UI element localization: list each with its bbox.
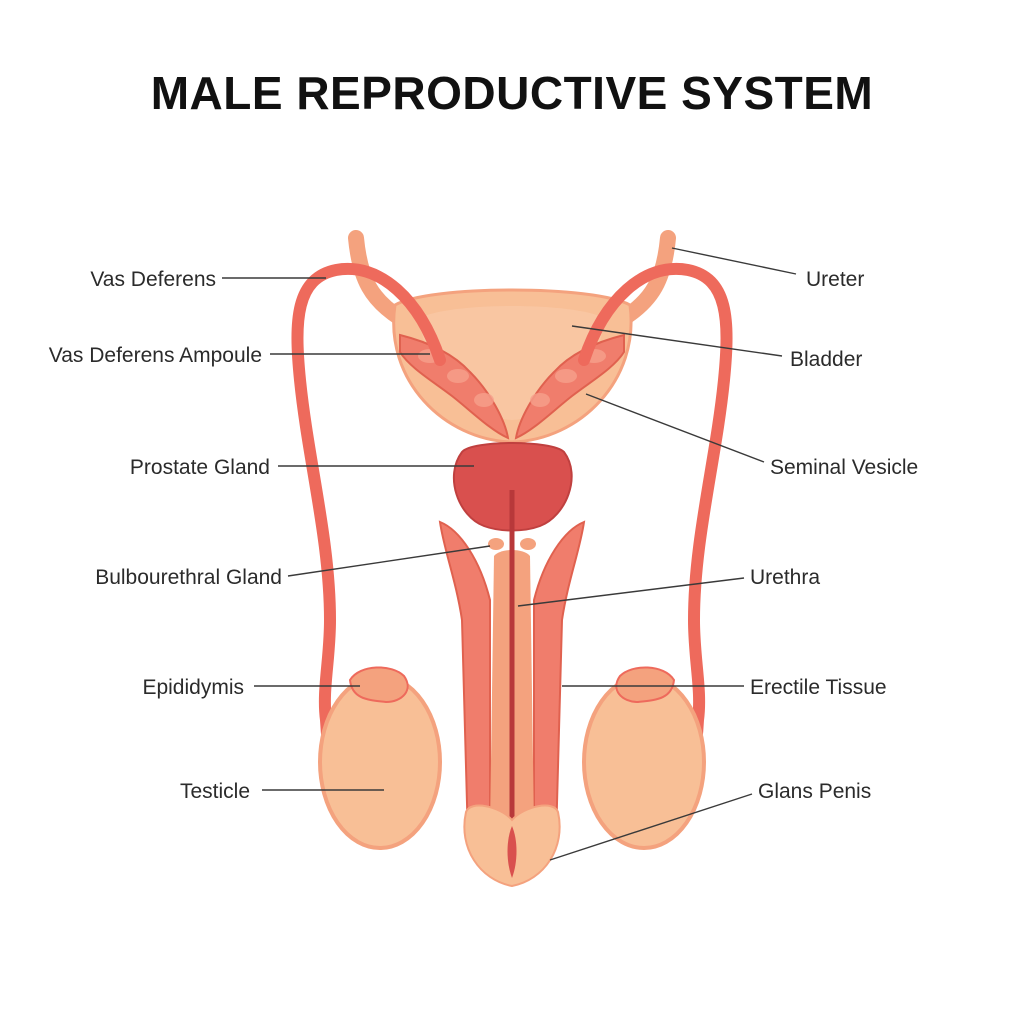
- label-testicle: Testicle: [180, 780, 250, 803]
- label-erectile-tissue: Erectile Tissue: [750, 676, 887, 699]
- bulbourethral-right: [520, 538, 536, 550]
- vesicle-texture: [418, 349, 606, 407]
- label-epididymis: Epididymis: [142, 676, 244, 699]
- label-bulbourethral-gland: Bulbourethral Gland: [95, 566, 282, 589]
- ureter-left: [348, 230, 408, 326]
- label-bladder: Bladder: [790, 348, 862, 371]
- epididymis-left: [348, 666, 409, 704]
- label-ureter: Ureter: [806, 268, 864, 291]
- anatomy-illustration: [291, 230, 733, 888]
- leader-seminal-vesicle: [585, 393, 765, 463]
- leader-bulbourethral-gland: [287, 545, 491, 577]
- label-urethra: Urethra: [750, 566, 820, 589]
- glans-meatus: [507, 826, 517, 878]
- leader-lines: [222, 247, 797, 861]
- label-prostate-gland: Prostate Gland: [130, 456, 270, 479]
- labels: Vas Deferens Vas Deferens Ampoule Prosta…: [49, 268, 918, 803]
- diagram-title: MALE REPRODUCTIVE SYSTEM: [150, 67, 874, 119]
- crus-left: [438, 520, 491, 856]
- leader-glans-penis: [549, 793, 753, 861]
- label-seminal-vesicle: Seminal Vesicle: [770, 456, 918, 479]
- label-glans-penis: Glans Penis: [758, 780, 871, 803]
- label-vas-deferens: Vas Deferens: [90, 268, 216, 291]
- label-vas-deferens-ampoule: Vas Deferens Ampoule: [49, 344, 262, 367]
- leader-urethra: [517, 577, 745, 607]
- bulbourethral-left: [488, 538, 504, 550]
- leader-bladder: [571, 325, 783, 357]
- epididymis-right: [615, 666, 676, 704]
- leader-ureter: [671, 247, 797, 275]
- prostate-shape: [453, 442, 573, 532]
- crus-right: [533, 520, 586, 856]
